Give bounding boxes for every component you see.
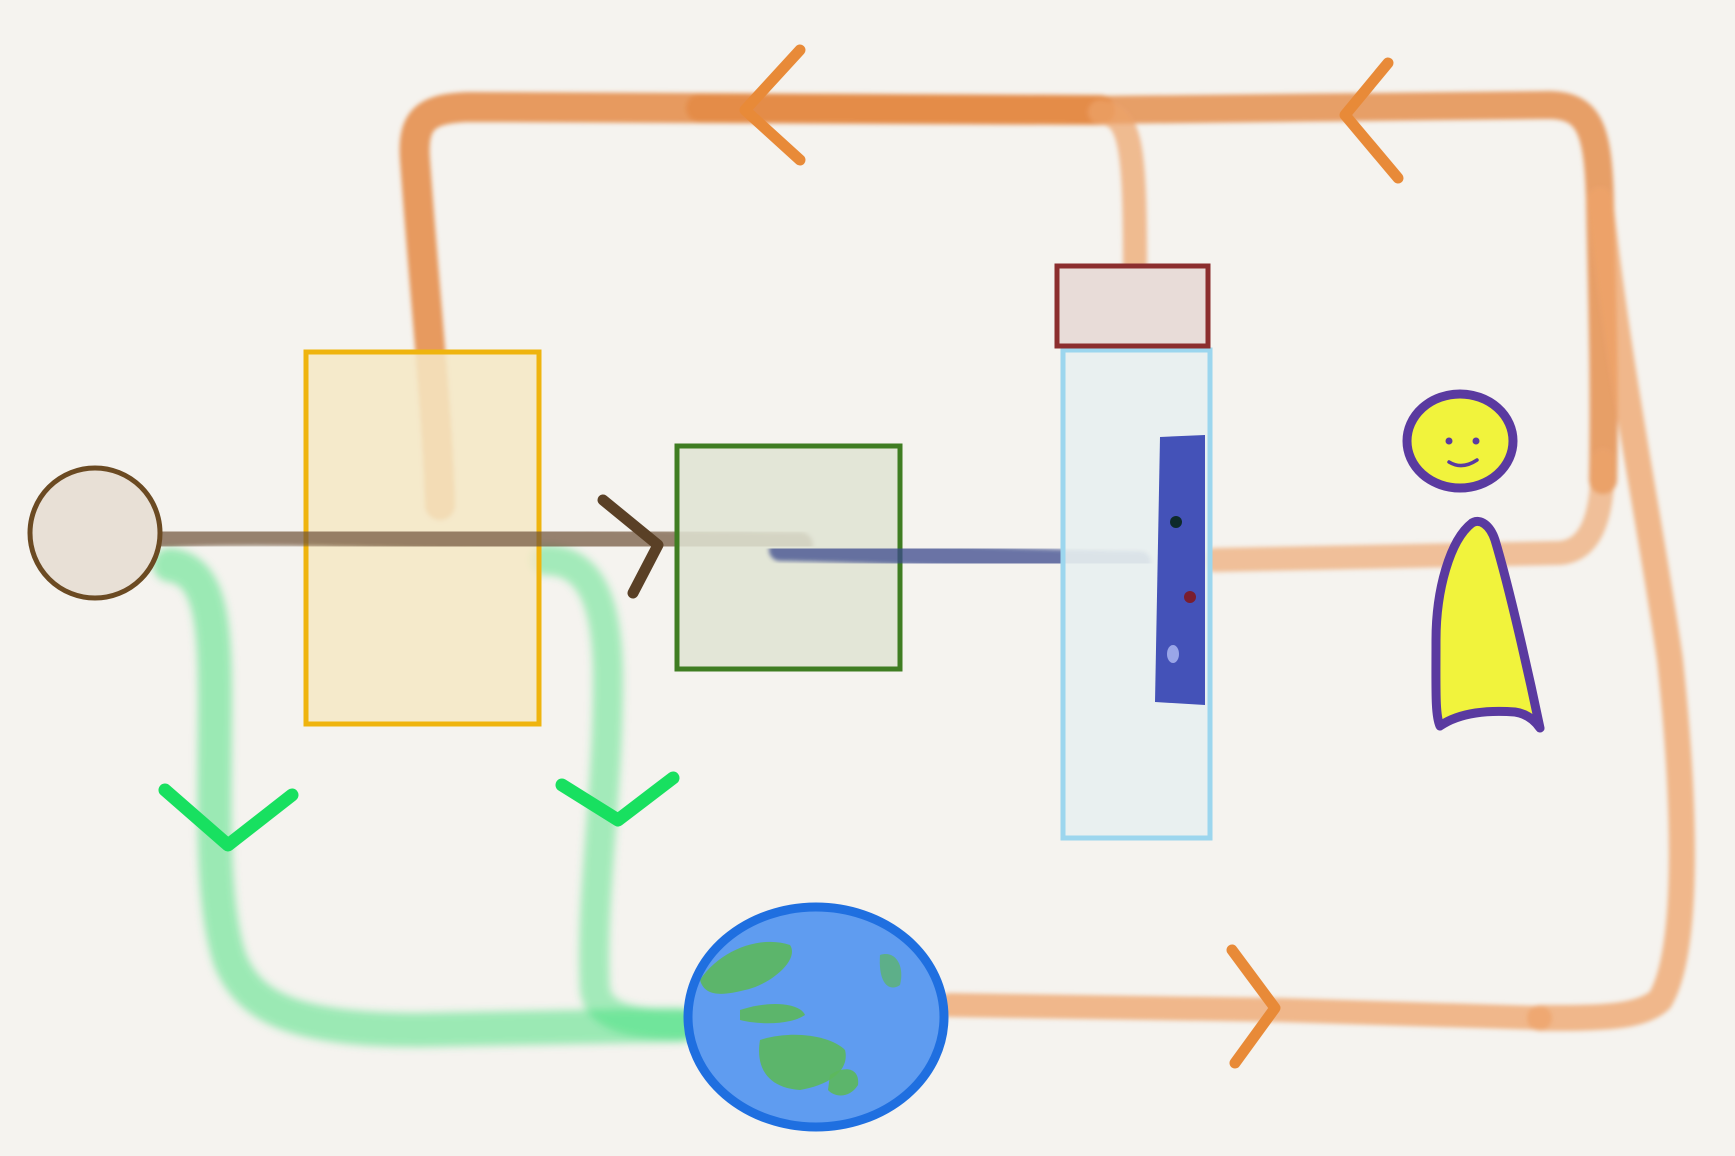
- brown-flow-right-arrow: [597, 494, 664, 599]
- person-head: [1402, 389, 1518, 493]
- earth-land-3: [759, 1034, 846, 1090]
- green-flow-left: [153, 548, 697, 1047]
- earth-land-5: [879, 954, 902, 988]
- green-flow-down-arrow-2: [555, 771, 680, 827]
- orange-loop-right-side: [1527, 187, 1695, 1031]
- green-flow-down-arrow-1: [158, 783, 299, 852]
- green-arrows: [158, 771, 680, 852]
- blue-panel: [1155, 435, 1205, 705]
- earth-land-2: [740, 1003, 805, 1024]
- top-loop-left-arrow-1: [739, 44, 806, 166]
- orange-arrows: [739, 44, 1404, 1069]
- brown-flow: [147, 519, 813, 558]
- bottom-loop-right-arrow: [1226, 944, 1281, 1069]
- panel-dot-dark: [1170, 516, 1182, 528]
- orange-loop-jar-connector: [1088, 100, 1147, 277]
- earth-land-4: [828, 1069, 859, 1096]
- source-circle: [27, 465, 163, 601]
- earth-globe: [683, 902, 949, 1132]
- green-flow-right: [530, 545, 705, 1040]
- person-body: [1431, 516, 1545, 733]
- panel-dot-red: [1184, 591, 1196, 603]
- person-eye-right: [1472, 437, 1480, 445]
- orange-loop-jar-to-right: [1203, 448, 1615, 572]
- earth-land-1: [700, 941, 792, 994]
- green-flows: [153, 545, 705, 1047]
- person-eye-left: [1445, 437, 1453, 445]
- person-figure: [1402, 389, 1545, 733]
- earth-outline: [683, 902, 949, 1132]
- person-smile: [1447, 458, 1479, 468]
- panel-dot-light: [1167, 645, 1179, 663]
- top-loop-left-arrow-2: [1339, 57, 1404, 184]
- brown-flow-line: [147, 519, 813, 558]
- jar-lid: [1054, 263, 1211, 349]
- orange-loop-bottom: [938, 993, 1552, 1030]
